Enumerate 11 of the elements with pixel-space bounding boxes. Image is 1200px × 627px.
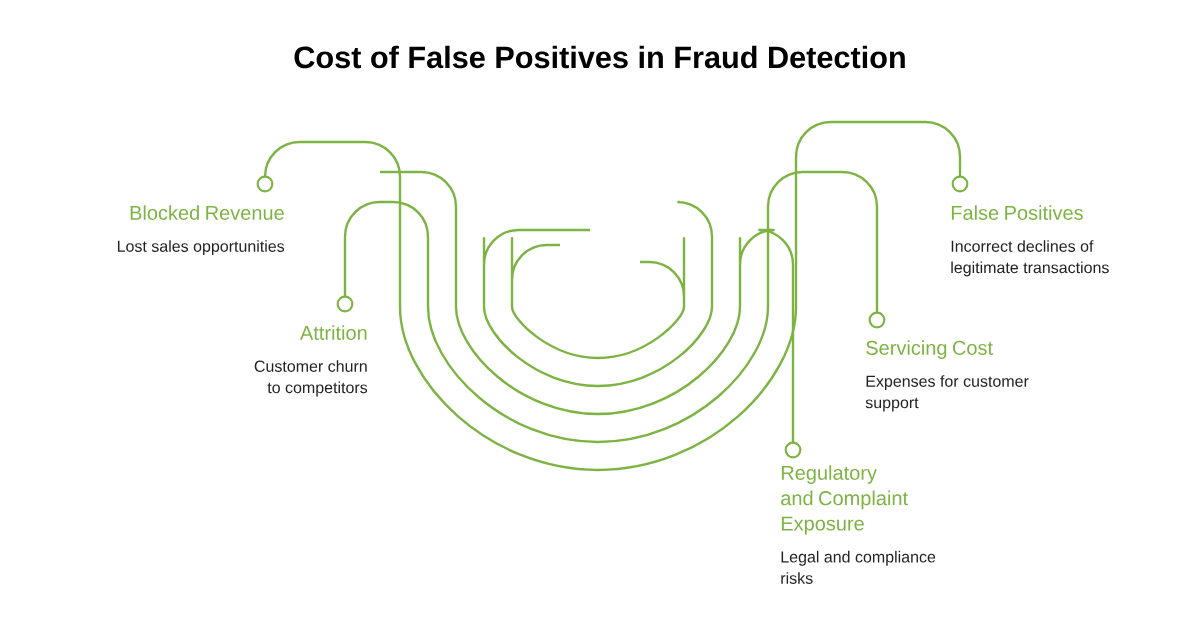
item-heading: Attrition xyxy=(300,325,367,340)
item-heading: Blocked Revenue xyxy=(130,205,284,220)
title: Cost of False Positives in Fraud Detection xyxy=(294,45,905,69)
item-heading: Servicing Cost xyxy=(866,340,993,359)
item-description: Lost sales opportunities xyxy=(117,240,285,256)
item-description: Customer churn to competitors xyxy=(254,360,368,397)
item-description: Incorrect declines of legitimate transactions xyxy=(951,240,1109,277)
item-description: Expenses for customer support xyxy=(865,375,1029,412)
item-description: Legal and compliance risks xyxy=(781,550,936,584)
item-heading: Regulatory and Complaint Exposure xyxy=(781,465,908,535)
item-heading: False Positives xyxy=(951,205,1083,220)
